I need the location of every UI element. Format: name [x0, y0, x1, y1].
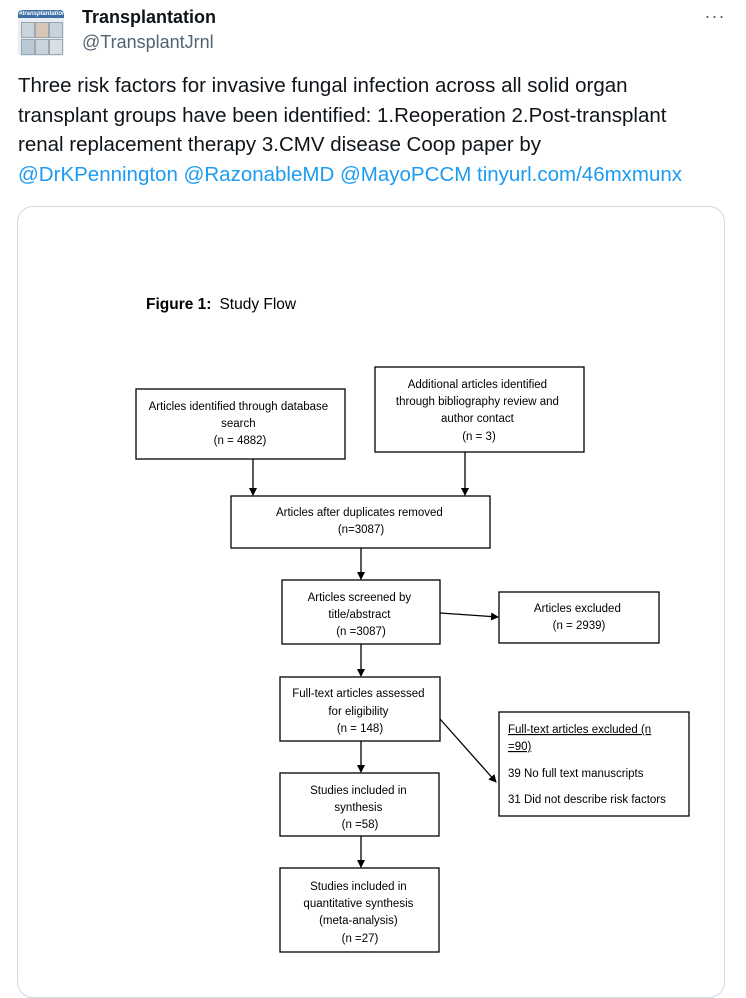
- fulltext-excluded-box: [498, 711, 690, 817]
- figure-title-text: Study Flow: [219, 296, 296, 313]
- screened-box-text: Articles screened by title/abstract (n =…: [308, 592, 415, 638]
- media-card[interactable]: Figure 1:Study Flow Art: [17, 206, 725, 998]
- mention-link[interactable]: @DrKPennington: [18, 162, 178, 186]
- fulltext-assessed-box: [279, 676, 441, 742]
- fulltext-box-text: Full-text articles assessed for eligibil…: [292, 688, 428, 735]
- articles-excluded-box: [498, 591, 660, 644]
- avatar-thumb: [21, 39, 35, 55]
- figure-title: Figure 1: Study Flow: [146, 296, 297, 313]
- duplicates-removed-box: [230, 495, 491, 549]
- duplicates-box-text: Articles after duplicates removed (n=308…: [276, 507, 446, 536]
- synthesis-box: [279, 772, 440, 837]
- avatar[interactable]: #transplantation: [18, 10, 64, 56]
- exclusion-reason: 31 Did not describe risk factors: [508, 794, 666, 806]
- study-flow-figure: Figure 1:Study Flow Art: [135, 296, 690, 953]
- mention-link[interactable]: @RazonableMD: [183, 162, 335, 186]
- avatar-thumb: [35, 39, 49, 55]
- fulltext-excluded-heading: Full-text articles excluded (n: [508, 724, 651, 736]
- exclusion-reason: 39 No full text manuscripts: [508, 768, 644, 780]
- author-display-name[interactable]: Transplantation: [82, 7, 217, 27]
- avatar-thumb: [49, 22, 63, 38]
- tweet-text: Three risk factors for invasive fungal i…: [18, 71, 730, 189]
- mention-link[interactable]: @MayoPCCM: [339, 162, 472, 186]
- tweet-links-line: @DrKPennington @RazonableMD @MayoPCCM ti…: [18, 160, 730, 190]
- avatar-banner: [18, 10, 64, 18]
- meta-analysis-box: [279, 867, 440, 953]
- figure-title-label: Figure 1:: [146, 296, 211, 313]
- avatar-label: #transplantation: [19, 11, 64, 17]
- more-options-icon[interactable]: ···: [704, 5, 726, 26]
- database-box-text: Articles identified through database sea…: [149, 401, 332, 447]
- synthesis-box-text: Studies included in synthesis (n =58): [310, 785, 410, 831]
- meta-box-text: Studies included in quantitative synthes…: [303, 881, 416, 945]
- avatar-thumb: [21, 22, 35, 38]
- additional-articles-box: [374, 366, 585, 453]
- tweet-text-line: transplant groups have been identified: …: [18, 103, 667, 127]
- flow-arrow: [439, 612, 499, 621]
- fulltext-excluded-heading: =90): [508, 741, 532, 753]
- flow-arrow: [439, 718, 497, 783]
- tweet-text-line: renal replacement therapy 3.CMV disease …: [18, 133, 542, 156]
- excluded-box-text: Articles excluded (n = 2939): [534, 603, 624, 632]
- database-search-box: [135, 388, 346, 460]
- author-handle[interactable]: @TransplantJrnl: [82, 32, 214, 52]
- additional-box-text: Additional articles identified through b…: [396, 379, 562, 443]
- url-link[interactable]: tinyurl.com/46mxmunx: [477, 162, 683, 186]
- avatar-thumb: [35, 22, 49, 38]
- avatar-thumb: [49, 39, 63, 55]
- tweet-text-line: Three risk factors for invasive fungal i…: [18, 74, 628, 97]
